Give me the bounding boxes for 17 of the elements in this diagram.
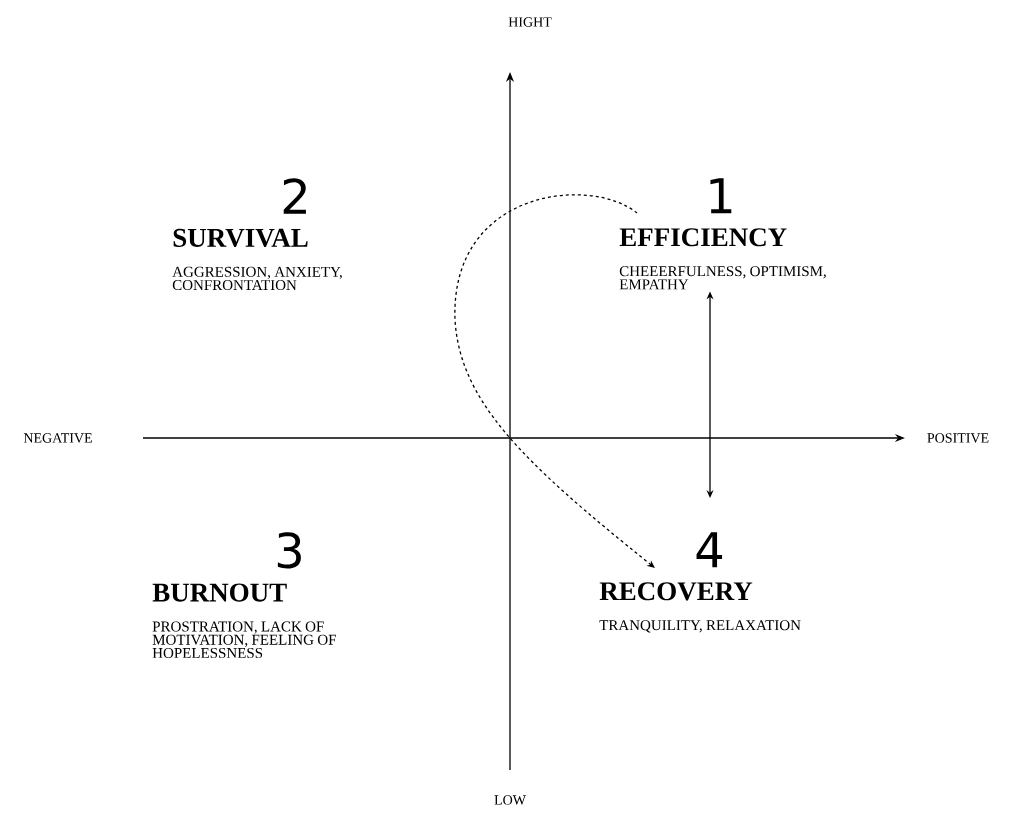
quadrant-number: 1 (710, 178, 732, 214)
quadrant-number: 4 (696, 532, 723, 568)
dashed-arrow (454, 194, 655, 568)
axis-label: LOW (494, 795, 526, 805)
quadrant-description: AGGRESSION, ANXIETY, CONFRONTATION (172, 266, 342, 291)
quadrant-description: PROSTRATION, LACK OF MOTIVATION, FEELING OF HOPELESSNESS (152, 621, 336, 658)
quadrant-number: 3 (277, 532, 301, 569)
quadrant-title: SURVIVAL (173, 228, 308, 248)
quadrant-title: BURNOUT (152, 583, 287, 602)
quadrant-description: CHEEERFULNESS, OPTIMISM, EMPATHY (619, 266, 826, 290)
axis-label: POSITIVE (927, 433, 989, 443)
axis-label: HIGHT (508, 17, 552, 27)
quadrant-number: 2 (283, 178, 306, 214)
quadrant-title: RECOVERY (599, 582, 753, 601)
axis-label: NEGATIVE (23, 433, 92, 443)
quadrant-description: TRANQUILITY, RELAXATION (599, 620, 801, 633)
quadrant-title: EFFICIENCY (619, 228, 787, 247)
